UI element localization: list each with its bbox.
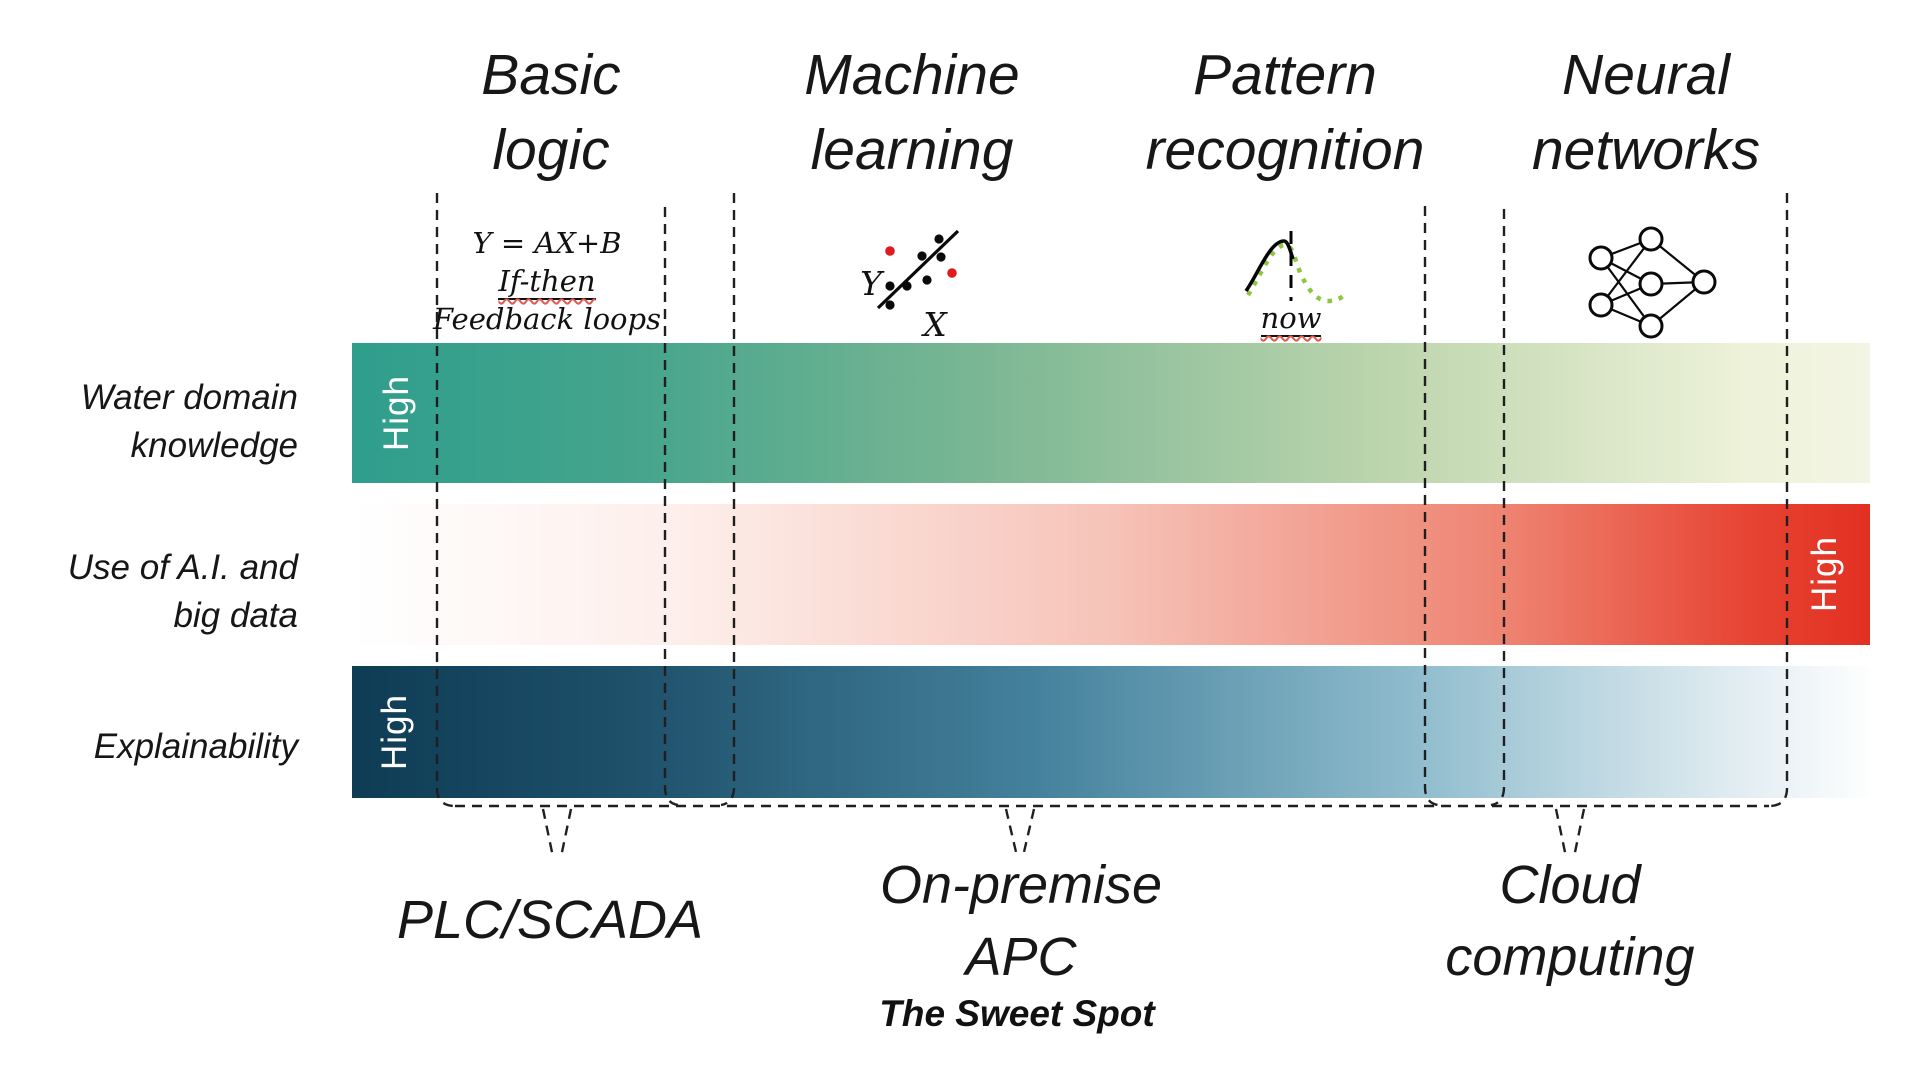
neural-network-icon — [1575, 218, 1730, 343]
outlier-dot — [885, 246, 895, 256]
title-line: Pattern — [1193, 43, 1377, 107]
high-label-green: High — [377, 375, 416, 451]
row-label-explainability: Explainability — [93, 727, 298, 766]
water-domain-knowledge-bar — [352, 343, 1870, 483]
high-label-red: High — [1805, 536, 1844, 613]
column-title-basic-logic: Basic logic — [271, 38, 831, 188]
title-line: Neural — [1562, 43, 1730, 107]
title-line: Machine — [804, 43, 1020, 107]
ai-big-data-bar — [352, 504, 1870, 645]
column-title-neural-networks: Neural networks — [1366, 38, 1920, 188]
high-label-blue: High — [375, 694, 414, 770]
forecast-curve-icon — [1230, 210, 1380, 310]
column-title-pattern-recognition: Pattern recognition — [1005, 38, 1565, 188]
apc-pointer-tail — [1004, 808, 1036, 853]
plc-pointer-tail — [541, 808, 573, 858]
now-caption: now — [1260, 301, 1322, 337]
basic-logic-notes: Y = AX+B If-then Feedback loops — [297, 224, 797, 338]
title-line: recognition — [1145, 118, 1425, 182]
region-label-on-premise-apc: On-premise APC — [879, 855, 1163, 987]
region-label-cloud-computing: Cloud computing — [1445, 855, 1695, 987]
formula-text: Y = AX+B — [472, 226, 622, 260]
explainability-bar — [352, 666, 1870, 798]
feedback-loops-text: Feedback loops — [433, 302, 661, 336]
x-axis-label: X — [920, 305, 948, 340]
outlier-dot — [947, 268, 957, 278]
region-label-plc-scada: PLC/SCADA — [396, 890, 704, 950]
sweet-spot-caption: The Sweet Spot — [879, 993, 1155, 1034]
if-then-text: If-then — [498, 264, 596, 300]
title-line: networks — [1531, 118, 1761, 182]
title-line: logic — [492, 118, 610, 182]
title-line: learning — [810, 118, 1014, 182]
history-curve — [1244, 239, 1295, 293]
scatter-plot-icon: Y X — [845, 222, 975, 340]
column-title-machine-learning: Machine learning — [632, 38, 1192, 188]
title-line: Basic — [481, 43, 621, 107]
predicted-curve — [1246, 242, 1348, 304]
row-label-water-domain-knowledge: Water domain knowledge — [80, 378, 298, 465]
y-axis-label: Y — [860, 264, 885, 303]
row-label-ai-big-data: Use of A.I. and big data — [67, 548, 298, 635]
